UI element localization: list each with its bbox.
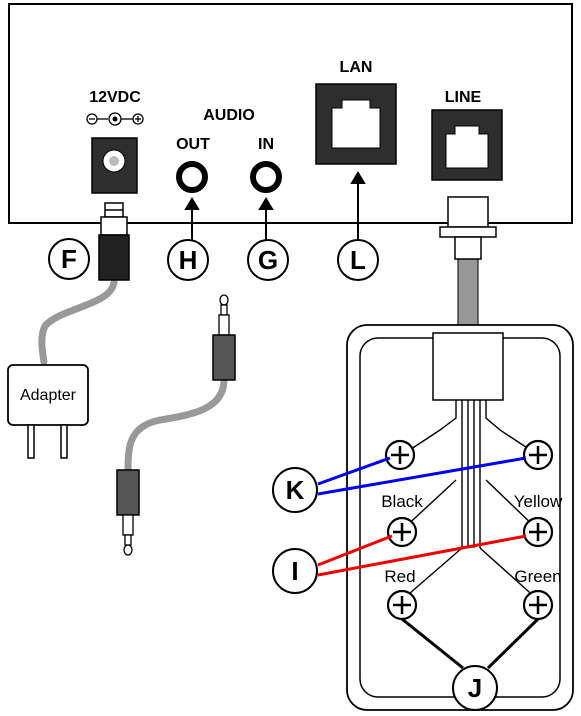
leader-i-red-2 [317,534,527,577]
audio-plug-top [212,294,236,381]
adapter-prong-left [27,424,35,459]
audio-cable [124,376,228,474]
callout-k-text: K [286,475,305,505]
power-label: 12VDC [89,89,141,106]
callout-leaders [317,456,540,670]
leader-k-blue-2 [317,456,527,496]
leader-i-red-1 [317,534,393,567]
screw-yellow-icon [522,516,554,548]
power-cable [38,278,118,366]
audio-label: AUDIO [203,107,255,124]
callout-j: J [452,665,498,711]
polarity-symbol-icon [86,112,144,126]
power-plug [98,202,130,281]
wire-label-black: Black [381,492,423,511]
terminal-screws [384,439,554,621]
adapter-label: Adapter [20,387,77,404]
callout-l-text: L [350,245,366,275]
wire-label-yellow: Yellow [514,492,563,511]
leader-j-1 [401,617,464,670]
callout-j-text: J [468,673,482,703]
arrow-l-icon [350,171,366,184]
audio-in-label: IN [258,136,274,153]
callout-g-text: G [258,245,278,275]
callout-f: F [48,238,90,280]
line-label: LINE [445,89,482,106]
lan-port[interactable] [315,83,397,165]
dc-power-jack[interactable] [91,137,138,194]
lan-label: LAN [340,59,373,76]
arrow-h-icon [184,197,200,210]
callout-h-text: H [179,245,198,275]
callout-h: H [167,239,209,281]
line-port[interactable] [431,109,503,181]
adapter-prong-right [60,424,68,459]
wire-label-green: Green [514,567,561,586]
line-cord [457,249,479,331]
screw-black-icon [386,516,418,548]
callout-k: K [272,467,318,513]
audio-out-jack[interactable] [176,161,208,193]
callout-arrows [184,171,366,240]
leader-j-2 [486,617,540,670]
screw-k-left-icon [384,439,416,471]
callout-f-text: F [61,244,77,274]
screw-k-right-icon [522,439,554,471]
adapter: Adapter [7,364,89,459]
callout-i: I [272,548,318,594]
screw-green-icon [522,589,554,621]
audio-out-label: OUT [176,136,210,153]
wire-label-red: Red [384,567,415,586]
audio-plug-bottom [116,469,140,556]
callout-g: G [247,239,289,281]
rj11-plug [439,196,497,260]
callout-i-text: I [291,556,298,586]
arrow-g-icon [258,197,274,210]
screw-red-icon [386,589,418,621]
callout-l: L [337,239,379,281]
jack-connector-block [432,332,504,401]
audio-in-jack[interactable] [250,161,282,193]
leader-k-blue-1 [317,456,391,486]
